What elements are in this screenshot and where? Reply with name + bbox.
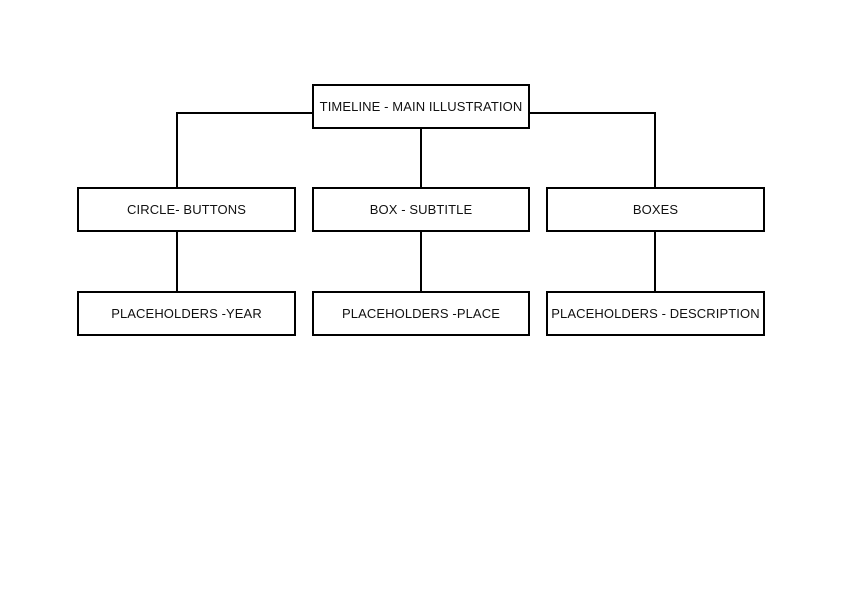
connector-root-right (529, 112, 656, 114)
node-placeholders-year: PLACEHOLDERS -YEAR (77, 291, 296, 336)
node-boxes-label: BOXES (632, 202, 679, 217)
node-placeholders-year-label: PLACEHOLDERS -YEAR (111, 306, 262, 321)
node-placeholders-place-label: PLACEHOLDERS -PLACE (342, 306, 500, 321)
node-circle-buttons-label: CIRCLE- BUTTONS (127, 202, 246, 217)
node-box-subtitle: BOX - SUBTITLE (312, 187, 530, 232)
node-placeholders-description: PLACEHOLDERS - DESCRIPTION (546, 291, 765, 336)
root-node-label: TIMELINE - MAIN ILLUSTRATION (319, 99, 523, 114)
connector-right-down (654, 112, 656, 188)
connector-col3-down (654, 231, 656, 292)
connector-center-down (420, 128, 422, 188)
node-placeholders-description-label: PLACEHOLDERS - DESCRIPTION (551, 306, 760, 321)
root-node: TIMELINE - MAIN ILLUSTRATION (312, 84, 530, 129)
node-box-subtitle-label: BOX - SUBTITLE (369, 202, 473, 217)
connector-col2-down (420, 231, 422, 292)
connector-root-left (177, 112, 313, 114)
node-circle-buttons: CIRCLE- BUTTONS (77, 187, 296, 232)
connector-col1-down (176, 231, 178, 292)
node-placeholders-place: PLACEHOLDERS -PLACE (312, 291, 530, 336)
node-boxes: BOXES (546, 187, 765, 232)
connector-left-down (176, 112, 178, 188)
